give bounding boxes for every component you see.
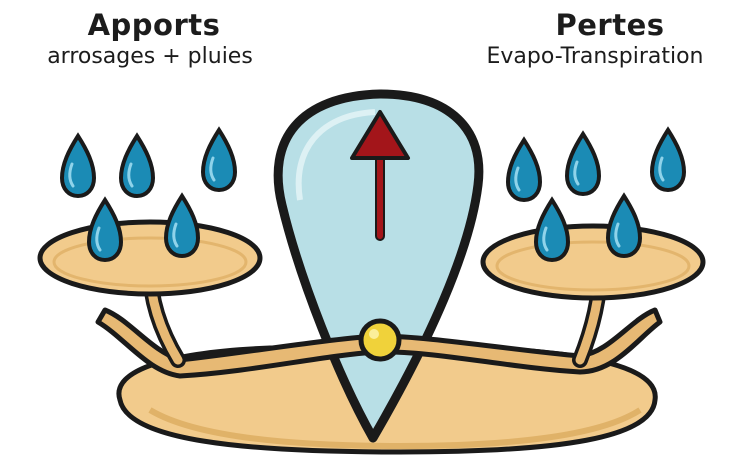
water-drop-icon xyxy=(62,136,94,196)
water-drop-icon xyxy=(89,200,121,260)
water-drop-icon xyxy=(203,130,235,190)
right-plate xyxy=(483,226,703,298)
water-drop-icon xyxy=(121,136,153,196)
water-drop-icon xyxy=(652,130,684,190)
water-drop-icon xyxy=(536,200,568,260)
water-drop-icon xyxy=(166,196,198,256)
water-drop-icon xyxy=(567,134,599,194)
water-drop-icon xyxy=(608,196,640,256)
water-drop-icon xyxy=(508,140,540,200)
left-plate xyxy=(40,222,260,294)
pivot-icon xyxy=(361,321,399,359)
